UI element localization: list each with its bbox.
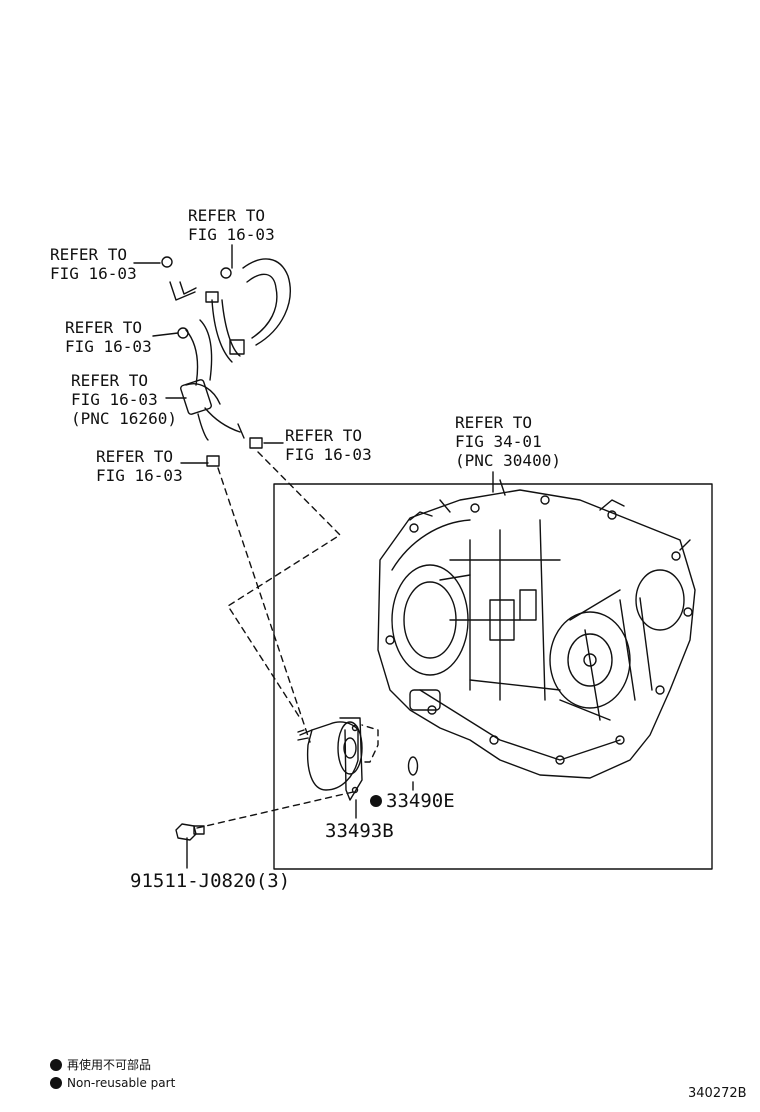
figure-number: 340272B bbox=[688, 1086, 747, 1101]
oil-cooler bbox=[297, 717, 363, 801]
transaxle-assembly bbox=[377, 479, 696, 779]
assembly-dashed-lines bbox=[196, 451, 379, 829]
o-ring bbox=[407, 756, 419, 776]
part-number-bolt: 91511-J0820(3) bbox=[130, 870, 291, 892]
transaxle-frame bbox=[273, 483, 713, 870]
part-number-cooler: 33493B bbox=[325, 820, 394, 842]
bullet-icon bbox=[50, 1058, 62, 1071]
leader-ref3 bbox=[152, 332, 179, 337]
bullet-icon bbox=[50, 1077, 62, 1089]
non-reusable-marker bbox=[370, 795, 382, 807]
oil-cooler-hoses bbox=[161, 256, 291, 467]
legend-jp: 再使用不可部品 bbox=[50, 1056, 151, 1073]
bolt bbox=[175, 823, 205, 841]
part-number-oring: 33490E bbox=[386, 790, 455, 812]
legend-en: Non-reusable part bbox=[50, 1076, 175, 1090]
